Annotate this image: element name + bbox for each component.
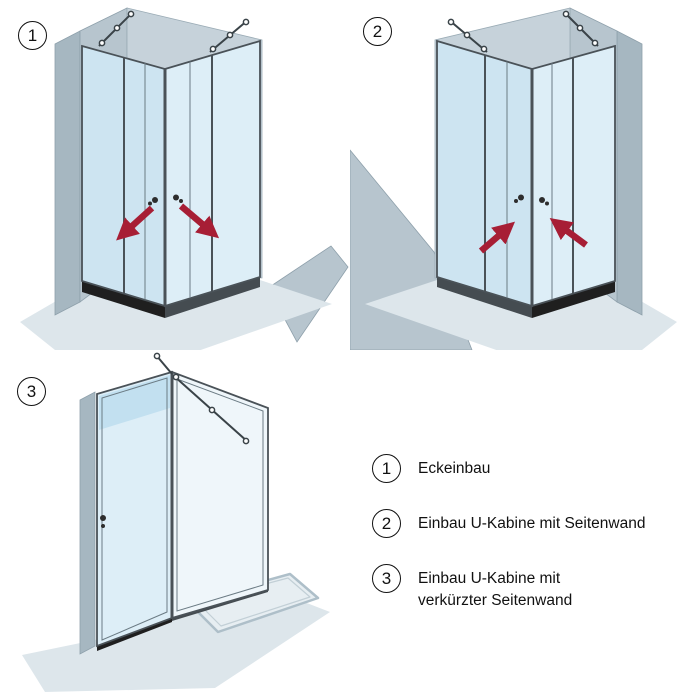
door-opening-arrows <box>478 218 588 254</box>
door-handle <box>100 515 106 528</box>
diagram-u-kabine-verkuerzte-seitenwand <box>22 352 330 692</box>
door-panel <box>96 370 174 651</box>
legend-item-3: 3 Einbau U-Kabine mit verkürzter Seitenw… <box>372 564 700 613</box>
legend-item-1: 1 Eckeinbau <box>372 454 700 483</box>
shower-tray <box>437 277 615 318</box>
glass-front-panels <box>436 39 616 308</box>
door-handles <box>514 194 549 206</box>
figure-2-number: 2 <box>372 22 383 41</box>
diagram-u-kabine-seitenwand <box>350 7 677 350</box>
figure-2-badge: 2 <box>363 17 392 46</box>
door-opening-arrows <box>116 203 220 241</box>
legend-1-badge: 1 <box>372 454 401 483</box>
glass-top-tint <box>99 375 170 430</box>
stabilizer-bars <box>98 10 250 53</box>
shower-tray <box>82 277 260 318</box>
floor <box>365 280 677 350</box>
stabilizer-bars <box>447 10 599 53</box>
legend-2-label: Einbau U-Kabine mit Seitenwand <box>418 515 646 532</box>
door-handles <box>148 194 183 206</box>
figure-3-badge: 3 <box>17 377 46 406</box>
legend-item-2: 2 Einbau U-Kabine mit Seitenwand <box>372 509 700 538</box>
side-wall-panel <box>171 370 269 621</box>
figure-3: 3 <box>0 350 350 700</box>
figure-3-number: 3 <box>26 382 37 401</box>
figure-1-number: 1 <box>27 26 38 45</box>
glass-front-panels <box>81 39 261 308</box>
figure-2: 2 <box>350 0 700 350</box>
legend-1-number: 1 <box>381 459 392 478</box>
legend-2-number: 2 <box>381 514 392 533</box>
stabilizer-bars <box>153 352 250 445</box>
legend-2-badge: 2 <box>372 509 401 538</box>
diagram-eckeinbau <box>20 7 349 350</box>
legend-1-label: Eckeinbau <box>418 460 491 477</box>
legend-3-badge: 3 <box>372 564 401 593</box>
legend-3-number: 3 <box>381 569 392 588</box>
figure-1-badge: 1 <box>18 21 47 50</box>
legend-3-label: Einbau U-Kabine mit verkürzter Seitenwan… <box>418 570 573 610</box>
figure-1: 1 <box>0 0 350 350</box>
wall-edge <box>79 391 96 655</box>
floor <box>20 280 332 350</box>
legend: 1 Eckeinbau 2 Einbau U-Kabine mit Seiten… <box>350 350 700 700</box>
